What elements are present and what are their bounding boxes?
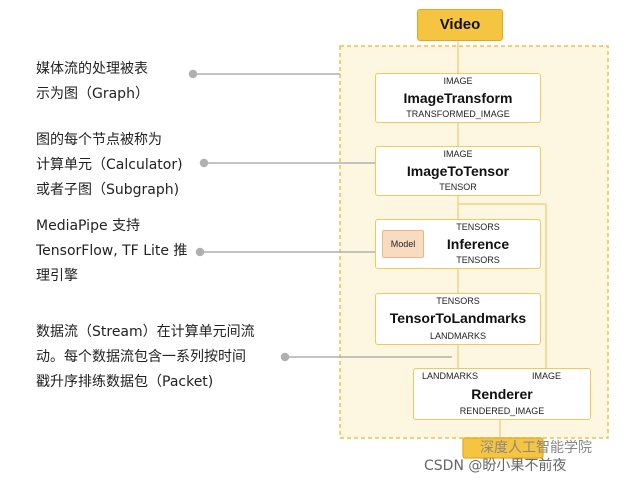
- annotation-calculator: 图的每个节点被称为 计算单元（Calculator) 或者子图（Subgraph…: [36, 128, 183, 203]
- annotation-line: 图的每个节点被称为: [36, 132, 162, 148]
- output-port-label: TENSOR: [439, 182, 477, 192]
- output-port-label: RENDERED_IMAGE: [459, 406, 545, 416]
- watermark-bottom: CSDN @盼小果不前夜: [424, 458, 567, 474]
- annotation-line: 或者子图（Subgraph): [36, 182, 180, 198]
- model-chip: Model: [382, 230, 424, 258]
- annotation-line: 动。每个数据流包含一系列按时间: [36, 349, 246, 365]
- input-port-label: TENSORS: [456, 222, 500, 232]
- watermark-top: 深度人工智能学院: [480, 440, 592, 456]
- output-box: [462, 437, 544, 459]
- annotation-inference: MediaPipe 支持 TensorFlow, TF Lite 推 理引擎: [36, 214, 187, 289]
- input-port-label-landmarks: LANDMARKS: [422, 371, 479, 381]
- input-port-label: IMAGE: [443, 76, 473, 86]
- node-title: ImageTransform: [403, 90, 513, 106]
- annotation-line: 媒体流的处理被表: [36, 61, 148, 77]
- node-title: ImageToTensor: [406, 163, 510, 179]
- node-imagetotensor: IMAGE ImageToTensor TENSOR: [375, 146, 541, 196]
- annotation-line: 数据流（Stream）在计算单元间流: [36, 324, 255, 340]
- input-port-label: TENSORS: [436, 296, 480, 306]
- input-port-label: IMAGE: [443, 149, 473, 159]
- annotation-line: MediaPipe 支持: [36, 218, 141, 234]
- node-tensortolandmarks: TENSORS TensorToLandmarks LANDMARKS: [375, 293, 541, 345]
- annotation-graph: 媒体流的处理被表 示为图（Graph）: [36, 57, 149, 107]
- pointer-dot-stream: [280, 352, 290, 362]
- pointer-dot-calculator: [199, 158, 209, 168]
- output-port-label: TENSORS: [456, 255, 500, 265]
- video-source-node: Video: [417, 9, 503, 41]
- node-inference: Model TENSORS Inference TENSORS: [375, 219, 541, 269]
- node-imagetransform: IMAGE ImageTransform TRANSFORMED_IMAGE: [375, 73, 541, 123]
- annotation-stream: 数据流（Stream）在计算单元间流 动。每个数据流包含一系列按时间 戳升序排练…: [36, 320, 255, 395]
- output-port-label: TRANSFORMED_IMAGE: [406, 109, 510, 119]
- annotation-line: 计算单元（Calculator): [36, 157, 183, 173]
- pointer-dot-inference: [195, 247, 205, 257]
- annotation-line: 示为图（Graph）: [36, 86, 149, 102]
- node-title: TensorToLandmarks: [389, 310, 527, 326]
- annotation-line: 戳升序排练数据包（Packet): [36, 374, 214, 390]
- node-title: Inference: [446, 236, 510, 252]
- output-port-label: LANDMARKS: [429, 331, 486, 341]
- edge-image-bypass: [458, 203, 547, 368]
- annotation-line: TensorFlow, TF Lite 推: [36, 243, 188, 259]
- pointer-dot-graph: [188, 69, 198, 79]
- input-port-label-image: IMAGE: [532, 371, 562, 381]
- node-renderer: LANDMARKS IMAGE Renderer RENDERED_IMAGE: [413, 368, 591, 420]
- node-title: Renderer: [471, 386, 533, 402]
- annotation-line: 理引擎: [36, 268, 78, 284]
